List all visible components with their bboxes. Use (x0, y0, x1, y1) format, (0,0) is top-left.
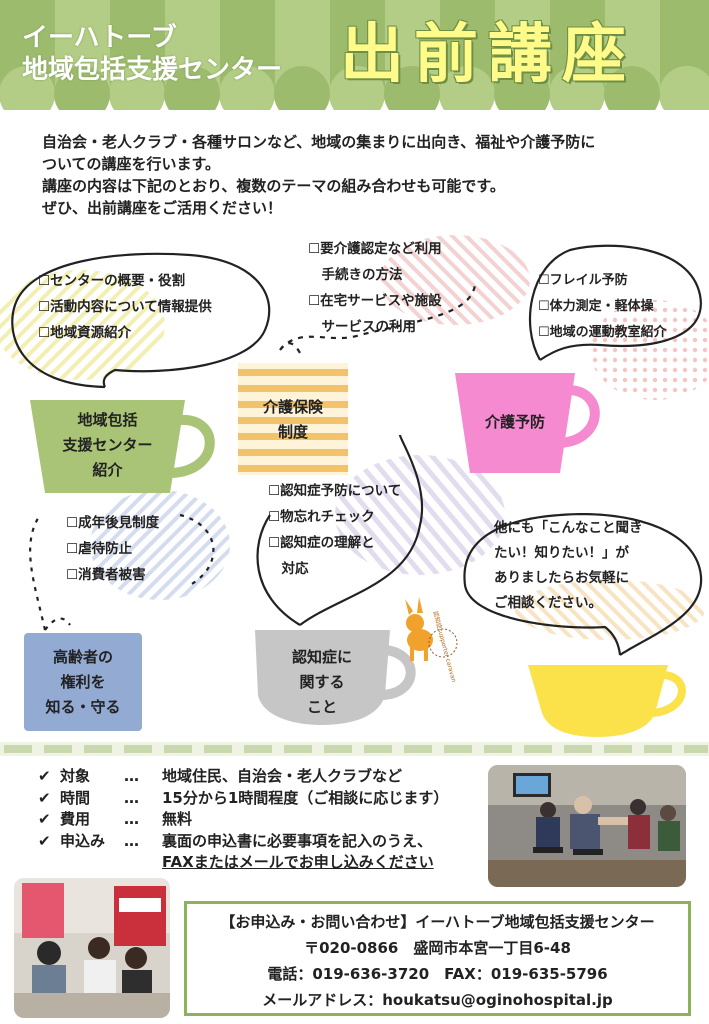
contact-heading: 【お申込み・お問い合わせ】イーハトーブ地域包括支援センター (220, 913, 655, 931)
topic-item: ☐虐待防止 (66, 541, 133, 557)
topic-item: ☐認知症予防について (268, 483, 402, 499)
info-value: 無料 (162, 810, 193, 828)
topic-list-center: ☐センターの概要・役割 ☐活動内容について情報提供 ☐地域資源紹介 (38, 268, 212, 346)
topic-item: サービスの利用 (308, 319, 416, 335)
dots-icon: … (124, 810, 139, 828)
cup-label-line: 制度 (277, 423, 308, 441)
topic-list-dementia: ☐認知症予防について ☐物忘れチェック ☐認知症の理解と 対応 (268, 478, 401, 582)
intro-text: 自治会・老人クラブ・各種サロンなど、地域の集まりに出向き、福祉や介護予防に つい… (42, 131, 692, 219)
contact-address: 〒020-0866 盛岡市本宮一丁目6-48 (304, 939, 571, 957)
org-line-2: 地域包括支援センター (22, 55, 283, 85)
cup-label-line: 地域包括 (77, 411, 138, 429)
info-value: FAXまたはメールでお申し込みください (162, 853, 434, 871)
info-label: 申込み (60, 831, 106, 850)
cup-label-insurance: 介護保険 制度 (238, 395, 348, 445)
topic-item: ☐認知症の理解と (268, 535, 375, 551)
topic-list-insurance: ☐要介護認定など利用 手続きの方法 ☐在宅サービスや施設 サービスの利用 (308, 236, 442, 340)
check-icon: ✔ (38, 788, 51, 807)
awning-graphic (0, 0, 709, 110)
topic-item: ありましたらお気軽に (494, 570, 629, 586)
dots-icon: … (124, 788, 139, 807)
topic-item: ご相談ください。 (494, 595, 602, 611)
topic-item: たい！知りたい！」が (494, 545, 629, 561)
info-row-fee: ✔ 費用 … 無料 (38, 809, 448, 831)
contact-phone: 電話：019-636-3720 FAX：019-635-5796 (267, 965, 608, 983)
cup-label-line: 認知症に (291, 648, 352, 666)
check-icon: ✔ (38, 831, 51, 850)
info-row-time: ✔ 時間 … 15分から1時間程度（ご相談に応じます） (38, 788, 448, 810)
exercise-photo (488, 765, 686, 887)
check-icon: ✔ (38, 810, 51, 828)
cup-label-line: 介護保険 (262, 398, 323, 416)
topic-item: ☐要介護認定など利用 (308, 241, 442, 257)
info-row-apply-cont: FAXまたはメールでお申し込みください (38, 852, 448, 874)
contact-box: 【お申込み・お問い合わせ】イーハトーブ地域包括支援センター 〒020-0866 … (184, 901, 691, 1016)
check-icon: ✔ (38, 767, 51, 785)
header-banner (0, 0, 709, 110)
topic-item: ☐消費者被害 (66, 567, 146, 583)
info-label: 時間 (60, 788, 91, 807)
topic-list-prevention: ☐フレイル予防 ☐体力測定・軽体操 ☐地域の運動教室紹介 (538, 268, 667, 346)
org-line-1: イーハトーブ (22, 23, 177, 53)
info-value: 裏面の申込書に必要事項を記入のうえ、 (162, 831, 433, 850)
info-value: 15分から1時間程度（ご相談に応じます） (162, 788, 449, 807)
cup-label-line: こと (306, 698, 337, 716)
cup-label-line: 支援センター (62, 436, 153, 454)
cup-label-rights: 高齢者の 権利を 知る・守る (24, 645, 142, 720)
cup-label-line: 介護予防 (484, 413, 545, 431)
consultation-photo (14, 878, 170, 1018)
topic-item: 他にも「こんなこと聞き (494, 520, 643, 536)
topic-item: ☐センターの概要・役割 (38, 273, 186, 289)
cup-label-line: 権利を (60, 673, 106, 691)
mascot-icon (405, 597, 458, 661)
info-value: 地域住民、自治会・老人クラブなど (162, 767, 403, 785)
topic-item: ☐体力測定・軽体操 (538, 299, 654, 314)
cup-label-center: 地域包括 支援センター 紹介 (40, 408, 175, 483)
topic-list-rights: ☐成年後見制度 ☐虐待防止 ☐消費者被害 (66, 510, 159, 588)
intro-line: ついての講座を行います。 (42, 155, 221, 173)
topic-item: ☐地域資源紹介 (38, 325, 132, 341)
info-row-target: ✔ 対象 … 地域住民、自治会・老人クラブなど (38, 766, 448, 788)
cup-label-dementia: 認知症に 関する こと (262, 645, 382, 720)
topic-item: ☐フレイル予防 (538, 273, 628, 288)
topic-item: ☐物忘れチェック (268, 509, 375, 525)
dots-icon: … (124, 831, 139, 850)
cup-label-line: 高齢者の (52, 648, 113, 666)
topic-item: 対応 (268, 561, 309, 577)
contact-email[interactable]: メールアドレス：houkatsu@oginohospital.jp (262, 991, 613, 1009)
info-row-apply: ✔ 申込み … 裏面の申込書に必要事項を記入のうえ、 (38, 831, 448, 853)
topic-item: ☐活動内容について情報提供 (38, 299, 212, 315)
topic-list-other: 他にも「こんなこと聞き たい！知りたい！」が ありましたらお気軽に ご相談くださ… (494, 516, 643, 616)
info-label: 対象 (60, 767, 91, 785)
topic-item: ☐成年後見制度 (66, 515, 160, 531)
organization-name: イーハトーブ 地域包括支援センター (22, 22, 282, 86)
page-title: 出前講座 (340, 18, 636, 92)
event-info: ✔ 対象 … 地域住民、自治会・老人クラブなど ✔ 時間 … 15分から1時間程… (38, 766, 448, 874)
cup-label-line: 紹介 (92, 461, 123, 479)
topic-item: ☐在宅サービスや施設 (308, 293, 442, 309)
topic-item: ☐地域の運動教室紹介 (538, 325, 667, 340)
intro-line: 自治会・老人クラブ・各種サロンなど、地域の集まりに出向き、福祉や介護予防に (42, 133, 596, 151)
cup-label-prevention: 介護予防 (460, 410, 570, 435)
cup-label-line: 関する (299, 673, 345, 691)
info-label: 費用 (60, 810, 91, 828)
topics-graphic (0, 235, 709, 737)
dots-icon: … (124, 767, 139, 785)
section-divider (0, 742, 709, 756)
intro-line: 講座の内容は下記のとおり、複数のテーマの組み合わせも可能です。 (42, 177, 505, 195)
intro-line: ぜひ、出前講座をご活用ください！ (42, 199, 283, 217)
cup-label-line: 知る・守る (45, 698, 121, 716)
topic-item: 手続きの方法 (308, 267, 403, 283)
